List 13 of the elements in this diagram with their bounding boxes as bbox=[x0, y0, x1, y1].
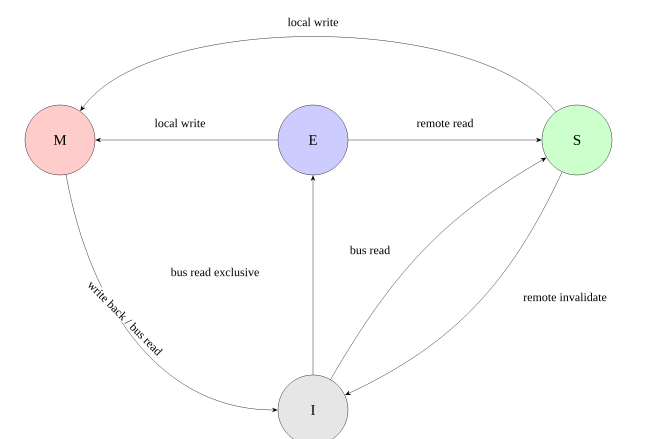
arrow bbox=[80, 36, 556, 112]
edge-label: local write bbox=[154, 118, 206, 128]
arrow bbox=[66, 174, 278, 412]
arrow bbox=[96, 138, 278, 142]
arrow bbox=[310, 176, 316, 375]
arrow bbox=[330, 158, 546, 380]
edge-label: local write bbox=[286, 16, 340, 28]
arrow bbox=[348, 138, 542, 142]
edge-label: bus read bbox=[348, 244, 392, 256]
edge-label: remote invalidate bbox=[522, 292, 608, 302]
edge-label: bus read exclusive bbox=[170, 266, 260, 278]
edge-label: remote read bbox=[416, 118, 474, 128]
arrow bbox=[345, 172, 562, 396]
